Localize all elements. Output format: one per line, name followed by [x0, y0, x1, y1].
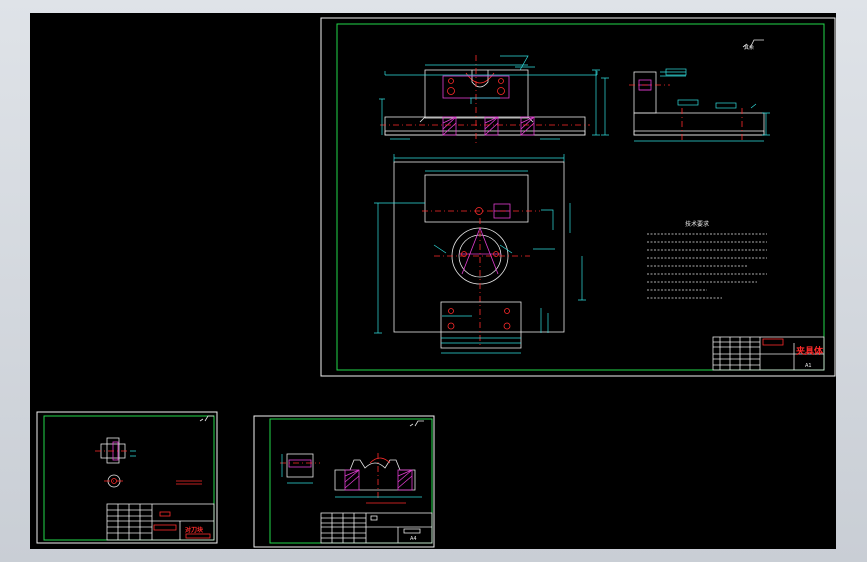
part-drawing-title: 对刀块: [185, 526, 204, 534]
fixture-title-block: A4: [320, 512, 433, 544]
part-views: [95, 437, 202, 488]
front-view: [379, 55, 609, 145]
svg-text:其余: 其余: [744, 44, 754, 51]
main-drawing-sheet[interactable]: 其余: [320, 17, 836, 377]
fixture-sheet-size: A4: [410, 536, 417, 542]
roughness-symbol: 其余: [742, 39, 764, 51]
main-drawing-title: 夹具体: [796, 345, 824, 357]
part-sheet-border: [36, 411, 218, 544]
notes-heading: 技术要求: [685, 220, 709, 228]
fixture-sheet-border: [253, 415, 435, 548]
fixture-views: [280, 453, 422, 504]
part-drawing-sheet[interactable]: 对刀块: [36, 411, 218, 544]
drawing-svg: 其余: [36, 17, 836, 548]
top-view: [374, 154, 586, 354]
main-sheet-size: A1: [805, 363, 812, 369]
cad-model-space[interactable]: 其余: [30, 13, 836, 549]
side-view: [629, 68, 770, 143]
main-sheet-frame: [336, 23, 825, 371]
main-title-block: 夹具体 A1: [712, 336, 825, 371]
part-title-block: 对刀块: [106, 503, 215, 541]
main-sheet-border: [320, 17, 836, 377]
fixture-drawing-sheet[interactable]: A4: [253, 415, 435, 548]
fixture-sheet-frame: [269, 418, 433, 544]
technical-requirements: 技术要求: [647, 220, 767, 299]
